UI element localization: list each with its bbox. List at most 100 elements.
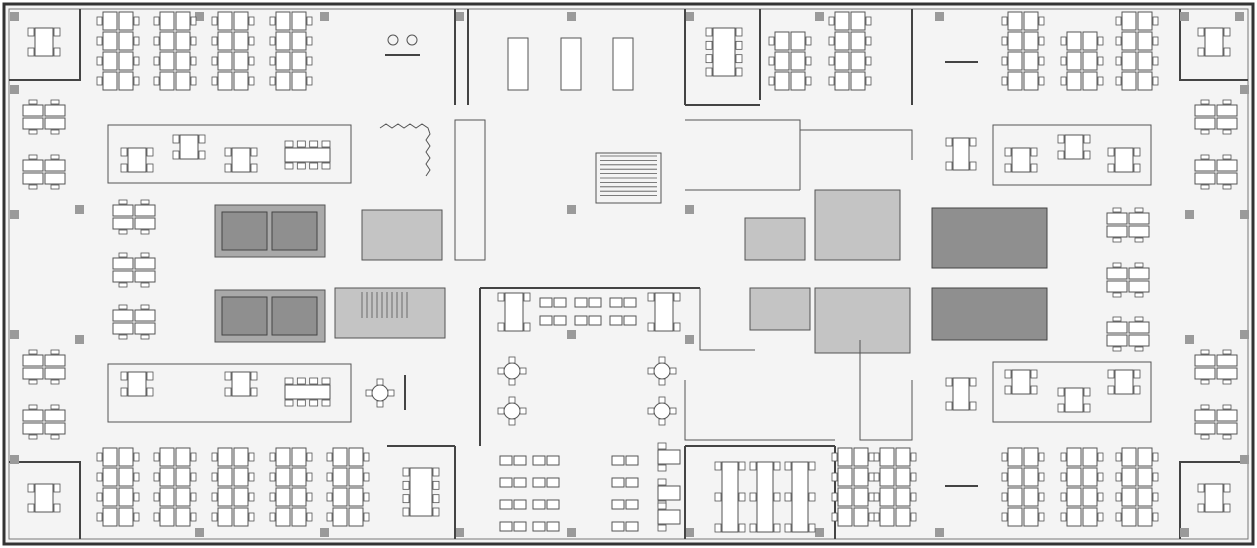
chair <box>805 56 812 66</box>
desk <box>850 11 866 31</box>
chair <box>1057 150 1065 160</box>
desk <box>834 11 850 31</box>
chair <box>1134 237 1144 243</box>
desk <box>134 309 156 322</box>
chair <box>269 512 276 522</box>
desk <box>790 31 806 51</box>
cafe-two-top <box>532 521 560 532</box>
desk <box>790 51 806 71</box>
cafe-two-top <box>611 455 639 466</box>
chair <box>96 472 103 482</box>
stair-core-east <box>931 287 1048 341</box>
desk <box>1137 71 1153 91</box>
desk <box>102 71 118 91</box>
desk <box>1128 334 1150 347</box>
chair <box>865 16 872 26</box>
meeting-table <box>657 502 681 532</box>
workstation-bench <box>1060 447 1104 527</box>
chair <box>714 523 722 533</box>
chair <box>28 404 38 410</box>
chair <box>1200 379 1210 385</box>
desk <box>1128 280 1150 293</box>
chair <box>96 512 103 522</box>
chair <box>211 16 218 26</box>
corner-office-ne <box>1179 9 1248 81</box>
stair-treads <box>361 292 408 318</box>
interior-walls <box>107 9 1152 539</box>
chair <box>296 399 306 407</box>
desk <box>1106 321 1128 334</box>
desk <box>1128 321 1150 334</box>
meeting-table <box>647 292 681 332</box>
desk <box>1121 51 1137 71</box>
chair <box>250 163 258 173</box>
cafe-two-top <box>499 455 527 466</box>
elevator-shaft <box>271 296 318 336</box>
desk <box>102 11 118 31</box>
chair <box>873 492 880 502</box>
meeting-table <box>1107 147 1141 173</box>
meeting-table <box>714 461 746 533</box>
chair <box>28 129 38 135</box>
chair <box>248 492 255 502</box>
cafe-table <box>647 356 677 386</box>
column <box>1240 455 1249 464</box>
desk <box>175 51 191 71</box>
table <box>952 377 970 411</box>
chair <box>326 492 333 502</box>
chair <box>1038 56 1045 66</box>
desk <box>1216 159 1238 172</box>
chair <box>657 478 667 486</box>
workstation-bench <box>96 11 140 91</box>
chair <box>321 162 331 170</box>
chair <box>28 379 38 385</box>
chair <box>269 36 276 46</box>
chair <box>749 461 757 471</box>
chair <box>133 512 140 522</box>
desk <box>1007 71 1023 91</box>
desk <box>22 104 44 117</box>
chair <box>969 377 977 387</box>
desk <box>774 31 790 51</box>
desk <box>159 507 175 527</box>
table <box>657 449 681 465</box>
cafe-two-top <box>611 499 639 510</box>
core-east <box>744 189 1048 354</box>
desk <box>1137 31 1153 51</box>
chair <box>269 76 276 86</box>
desk <box>275 507 291 527</box>
desk <box>1007 11 1023 31</box>
desk <box>1194 159 1216 172</box>
desk <box>134 322 156 335</box>
cafe-two-top <box>532 499 560 510</box>
chair <box>1038 472 1045 482</box>
chair <box>326 512 333 522</box>
chair <box>96 452 103 462</box>
chair <box>321 377 331 385</box>
chair <box>1038 512 1045 522</box>
chair <box>1038 16 1045 26</box>
chair <box>1107 163 1115 173</box>
chair <box>133 472 140 482</box>
chair <box>969 161 977 171</box>
chair <box>248 76 255 86</box>
chair <box>1222 349 1232 355</box>
chair <box>1115 76 1122 86</box>
chair <box>250 147 258 157</box>
desk <box>834 31 850 51</box>
desk <box>348 447 364 467</box>
cafe-table <box>647 396 677 426</box>
workstation-bench <box>112 199 156 235</box>
workstations <box>22 11 1238 527</box>
table <box>1011 369 1031 395</box>
chair <box>198 134 206 144</box>
column <box>567 12 576 21</box>
chair <box>1001 36 1008 46</box>
chair <box>50 349 60 355</box>
chair <box>306 56 313 66</box>
chair <box>1222 154 1232 160</box>
meeting-table <box>224 371 258 397</box>
chair <box>1200 154 1210 160</box>
desk <box>275 71 291 91</box>
desk <box>233 51 249 71</box>
